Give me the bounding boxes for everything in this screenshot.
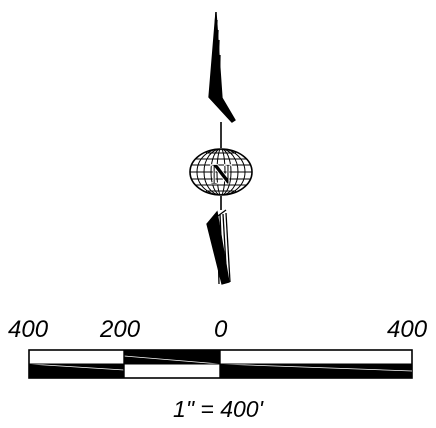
- scale-tick-label-200: 200: [100, 316, 141, 343]
- north-arrow-lower-half: [206, 209, 231, 285]
- globe-icon: [189, 148, 253, 196]
- north-arrow-upper-half: [208, 11, 236, 123]
- north-letter: N: [210, 158, 232, 191]
- north-arrow-icon: N: [189, 11, 253, 285]
- scale-tick-label-0: 0: [214, 316, 228, 343]
- scale-segment-0-400-lower: [220, 364, 412, 378]
- scale-segment-400-200-lower: [29, 364, 124, 378]
- scale-tick-label-400-left: 400: [8, 316, 49, 343]
- scale-tick-label-400-right: 400: [387, 316, 428, 343]
- scale-segment-200-0-upper: [124, 350, 220, 364]
- scale-ratio-label: 1" = 400': [173, 396, 263, 422]
